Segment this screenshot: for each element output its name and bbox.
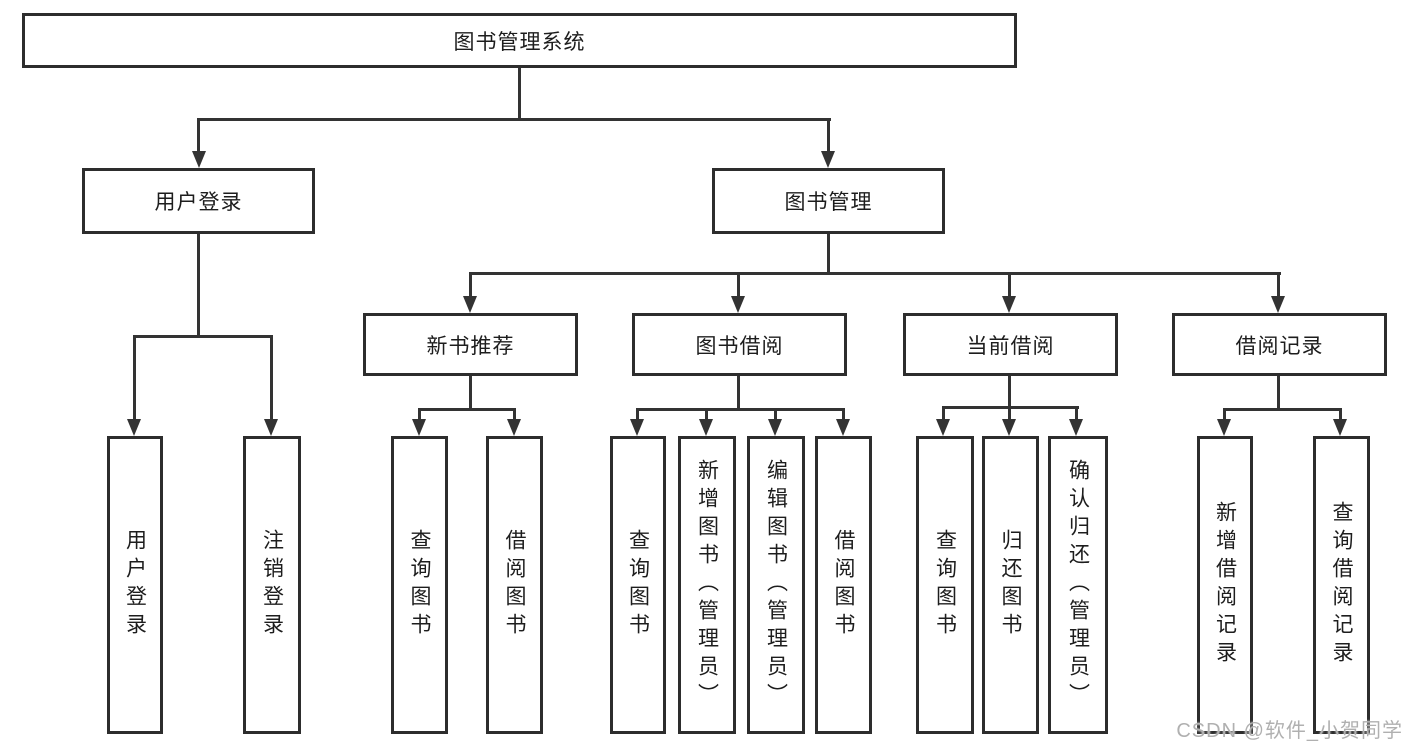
node-current-borrow-label: 当前借阅	[966, 334, 1055, 358]
arrowhead-new-book-rec	[463, 296, 477, 313]
arrowhead-br-add	[1217, 419, 1231, 436]
node-leaf-nbr-borrow-books: 借阅图书	[486, 436, 543, 734]
node-leaf-bb-borrow-books: 借阅图书	[815, 436, 872, 734]
edge-user-login-stem	[197, 234, 200, 337]
edge-root-bar	[197, 118, 831, 121]
node-borrow-records: 借阅记录	[1172, 313, 1387, 376]
edge-borrow-records-stem	[1277, 376, 1280, 410]
edge-to-br-query	[1339, 410, 1342, 420]
node-current-borrow: 当前借阅	[903, 313, 1118, 376]
edge-to-book-mgmt	[827, 118, 830, 152]
node-leaf-br-add-record: 新增借阅记录	[1197, 436, 1253, 734]
edge-to-bb-borrow	[842, 410, 845, 420]
arrowhead-bb-add	[699, 419, 713, 436]
node-leaf-bb-edit-books-label: 编辑图书（管理员）	[764, 459, 788, 711]
node-leaf-logout-label: 注销登录	[260, 529, 284, 641]
edge-book-mgmt-bar	[469, 272, 1281, 275]
node-new-book-rec: 新书推荐	[363, 313, 578, 376]
node-leaf-cb-confirm-return: 确认归还（管理员）	[1048, 436, 1108, 734]
edge-borrow-records-bar	[1223, 408, 1342, 411]
node-book-borrow-label: 图书借阅	[695, 334, 784, 358]
arrowhead-nbr-query	[412, 419, 426, 436]
node-leaf-cb-query-books-label: 查询图书	[933, 529, 957, 641]
node-borrow-records-label: 借阅记录	[1235, 334, 1324, 358]
edge-new-book-rec-stem	[469, 376, 472, 410]
edge-to-user-login	[197, 118, 200, 152]
arrowhead-book-borrow	[731, 296, 745, 313]
arrowhead-user-login	[192, 151, 206, 168]
node-leaf-cb-confirm-return-label: 确认归还（管理员）	[1066, 459, 1090, 711]
arrowhead-br-query	[1333, 419, 1347, 436]
arrowhead-cb-return	[1002, 419, 1016, 436]
edge-current-borrow-stem	[1008, 376, 1011, 410]
node-leaf-nbr-query-books: 查询图书	[391, 436, 448, 734]
edge-to-br-add	[1223, 410, 1226, 420]
edge-to-leaf-logout	[270, 337, 273, 420]
node-user-login: 用户登录	[82, 168, 315, 234]
node-leaf-bb-borrow-books-label: 借阅图书	[832, 529, 855, 641]
node-leaf-user-login-label: 用户登录	[123, 529, 147, 641]
edge-user-login-bar	[133, 335, 273, 338]
arrowhead-cb-query	[936, 419, 950, 436]
edge-to-nbr-borrow	[513, 410, 516, 420]
edge-to-borrow-records	[1277, 274, 1280, 298]
node-leaf-bb-add-books: 新增图书（管理员）	[678, 436, 736, 734]
node-leaf-logout: 注销登录	[243, 436, 301, 734]
edge-to-current-borrow	[1008, 274, 1011, 298]
edge-to-nbr-query	[418, 410, 421, 420]
edge-current-borrow-bar	[942, 406, 1079, 409]
arrowhead-nbr-borrow	[507, 419, 521, 436]
edge-root-stem	[518, 68, 521, 120]
node-leaf-br-query-record: 查询借阅记录	[1313, 436, 1370, 734]
arrowhead-leaf-login	[127, 419, 141, 436]
node-leaf-br-query-record-label: 查询借阅记录	[1330, 501, 1353, 669]
edge-to-book-borrow	[737, 274, 740, 298]
edge-to-bb-query	[636, 410, 639, 420]
node-user-login-label: 用户登录	[154, 191, 243, 214]
edge-to-new-book-rec	[469, 274, 472, 298]
node-leaf-br-add-record-label: 新增借阅记录	[1213, 501, 1237, 669]
node-leaf-bb-query-books: 查询图书	[610, 436, 666, 734]
node-leaf-nbr-query-books-label: 查询图书	[408, 529, 431, 641]
arrowhead-cb-confirm	[1069, 419, 1083, 436]
arrowhead-bb-edit	[768, 419, 782, 436]
arrowhead-book-mgmt	[821, 151, 835, 168]
node-new-book-rec-label: 新书推荐	[426, 334, 515, 358]
edge-book-borrow-bar	[636, 408, 845, 411]
edge-to-bb-edit	[774, 410, 777, 420]
node-leaf-bb-query-books-label: 查询图书	[626, 529, 650, 641]
node-leaf-cb-return-books: 归还图书	[982, 436, 1039, 734]
node-leaf-cb-query-books: 查询图书	[916, 436, 974, 734]
node-leaf-user-login: 用户登录	[107, 436, 163, 734]
arrowhead-current-borrow	[1002, 296, 1016, 313]
arrowhead-bb-borrow	[836, 419, 850, 436]
node-leaf-cb-return-books-label: 归还图书	[999, 529, 1022, 641]
node-leaf-bb-add-books-label: 新增图书（管理员）	[695, 459, 719, 711]
edge-new-book-rec-bar	[418, 408, 516, 411]
arrowhead-borrow-records	[1271, 296, 1285, 313]
edge-to-bb-add	[705, 410, 708, 420]
node-root: 图书管理系统	[22, 13, 1017, 68]
node-book-borrow: 图书借阅	[632, 313, 847, 376]
node-leaf-nbr-borrow-books-label: 借阅图书	[503, 529, 526, 641]
node-root-label: 图书管理系统	[453, 30, 586, 54]
node-book-mgmt-label: 图书管理	[784, 191, 873, 214]
edge-book-borrow-stem	[737, 376, 740, 410]
edge-to-cb-confirm	[1075, 408, 1078, 420]
edge-book-mgmt-stem	[827, 234, 830, 274]
node-book-mgmt: 图书管理	[712, 168, 945, 234]
edge-to-leaf-login	[133, 337, 136, 420]
edge-to-cb-return	[1008, 408, 1011, 420]
node-leaf-bb-edit-books: 编辑图书（管理员）	[747, 436, 805, 734]
edge-to-cb-query	[942, 408, 945, 420]
arrowhead-leaf-logout	[264, 419, 278, 436]
arrowhead-bb-query	[630, 419, 644, 436]
watermark: CSDN @软件_小贺同学	[1176, 720, 1403, 742]
